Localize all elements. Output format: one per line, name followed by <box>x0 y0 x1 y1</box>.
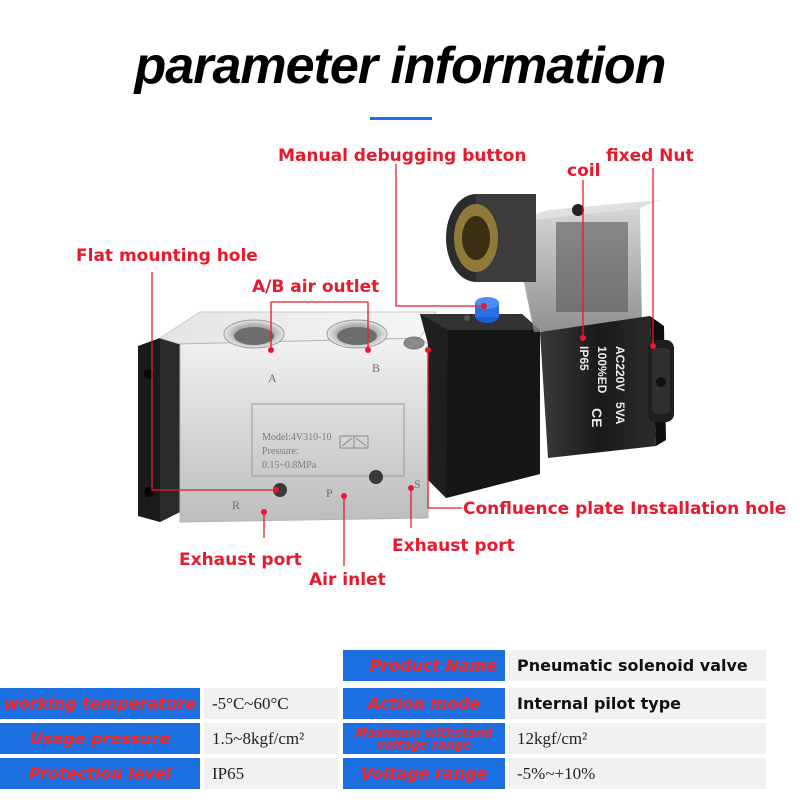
valve-symbol-icon <box>339 435 369 449</box>
coil-screw-boss <box>446 194 536 282</box>
callout-coil: coil <box>567 161 601 181</box>
spec-label-max-voltage-line1: Maximum withstand <box>355 725 493 740</box>
port-p-letter: P <box>326 486 333 500</box>
spec-value-protection-level: IP65 <box>204 758 338 789</box>
left-end-cap <box>138 338 180 522</box>
model-plate: Model:4V310-10 Pressure: 0.15~0.8MPa <box>251 403 405 477</box>
spec-value-working-temperature: -5°C~60°C <box>204 688 338 719</box>
spec-value-action-mode: Internal pilot type <box>509 688 766 719</box>
spec-value-max-voltage: 12kgf/cm² <box>509 723 766 754</box>
mounting-hole-bottom <box>273 483 287 497</box>
spec-label-product-name: Product Name <box>343 650 505 681</box>
page-title: parameter information <box>134 37 667 95</box>
svg-text:Pressure:: Pressure: <box>262 446 299 457</box>
spec-label-action-mode: Action mode <box>343 688 505 719</box>
confluence-hole <box>403 336 425 350</box>
svg-text:Model:4V310-10: Model:4V310-10 <box>262 432 331 443</box>
valve-body-front <box>179 337 429 523</box>
coil-ce-text: CE <box>589 408 605 427</box>
callout-exhaust-port-left: Exhaust port <box>179 550 302 570</box>
coil-voltage-text: AC220V <box>613 346 627 391</box>
fixed-nut <box>648 340 674 422</box>
callout-fixed-nut: fixed Nut <box>606 146 694 166</box>
callout-ab-air-outlet: A/B air outlet <box>252 277 380 297</box>
manual-button <box>475 297 499 323</box>
spec-value-voltage-range: -5%~+10% <box>509 758 766 789</box>
spec-value-usage-pressure: 1.5~8kgf/cm² <box>204 723 338 754</box>
callout-exhaust-port-right: Exhaust port <box>392 536 515 556</box>
port-a-hole <box>223 319 285 349</box>
port-s-letter: S <box>414 477 421 491</box>
port-r-letter: R <box>232 498 240 512</box>
coil-duty-text: 100%ED <box>595 346 609 394</box>
title-underline <box>370 117 432 120</box>
callout-dots <box>261 303 656 515</box>
spec-label-protection-level: Protection level <box>0 758 200 789</box>
coil-connector <box>512 200 660 332</box>
port-b-letter: B <box>372 361 380 375</box>
callout-air-inlet: Air inlet <box>309 570 386 590</box>
coil-power-text: 5VA <box>613 402 627 425</box>
coil-ip-text: IP65 <box>577 346 591 371</box>
spec-label-voltage-range: Voltage range <box>343 758 505 789</box>
spec-label-max-voltage: Maximum withstand voltage range <box>343 723 505 754</box>
port-a-letter: A <box>268 371 277 385</box>
pilot-block <box>420 314 540 498</box>
spec-label-max-voltage-line2: voltage range <box>376 737 472 752</box>
spec-label-working-temperature: working temperature <box>0 688 200 719</box>
port-b-hole <box>326 319 388 349</box>
svg-text:0.15~0.8MPa: 0.15~0.8MPa <box>262 460 317 471</box>
callout-flat-mounting-hole: Flat mounting hole <box>76 246 258 266</box>
callout-lines <box>151 164 654 566</box>
spec-value-product-name: Pneumatic solenoid valve <box>509 650 766 681</box>
air-inlet-hole <box>369 470 383 484</box>
callout-manual-debugging-button: Manual debugging button <box>278 146 527 166</box>
small-screw <box>464 315 470 321</box>
spec-label-usage-pressure: Usage pressure <box>0 723 200 754</box>
callout-confluence-plate: Confluence plate Installation hole <box>463 499 787 519</box>
